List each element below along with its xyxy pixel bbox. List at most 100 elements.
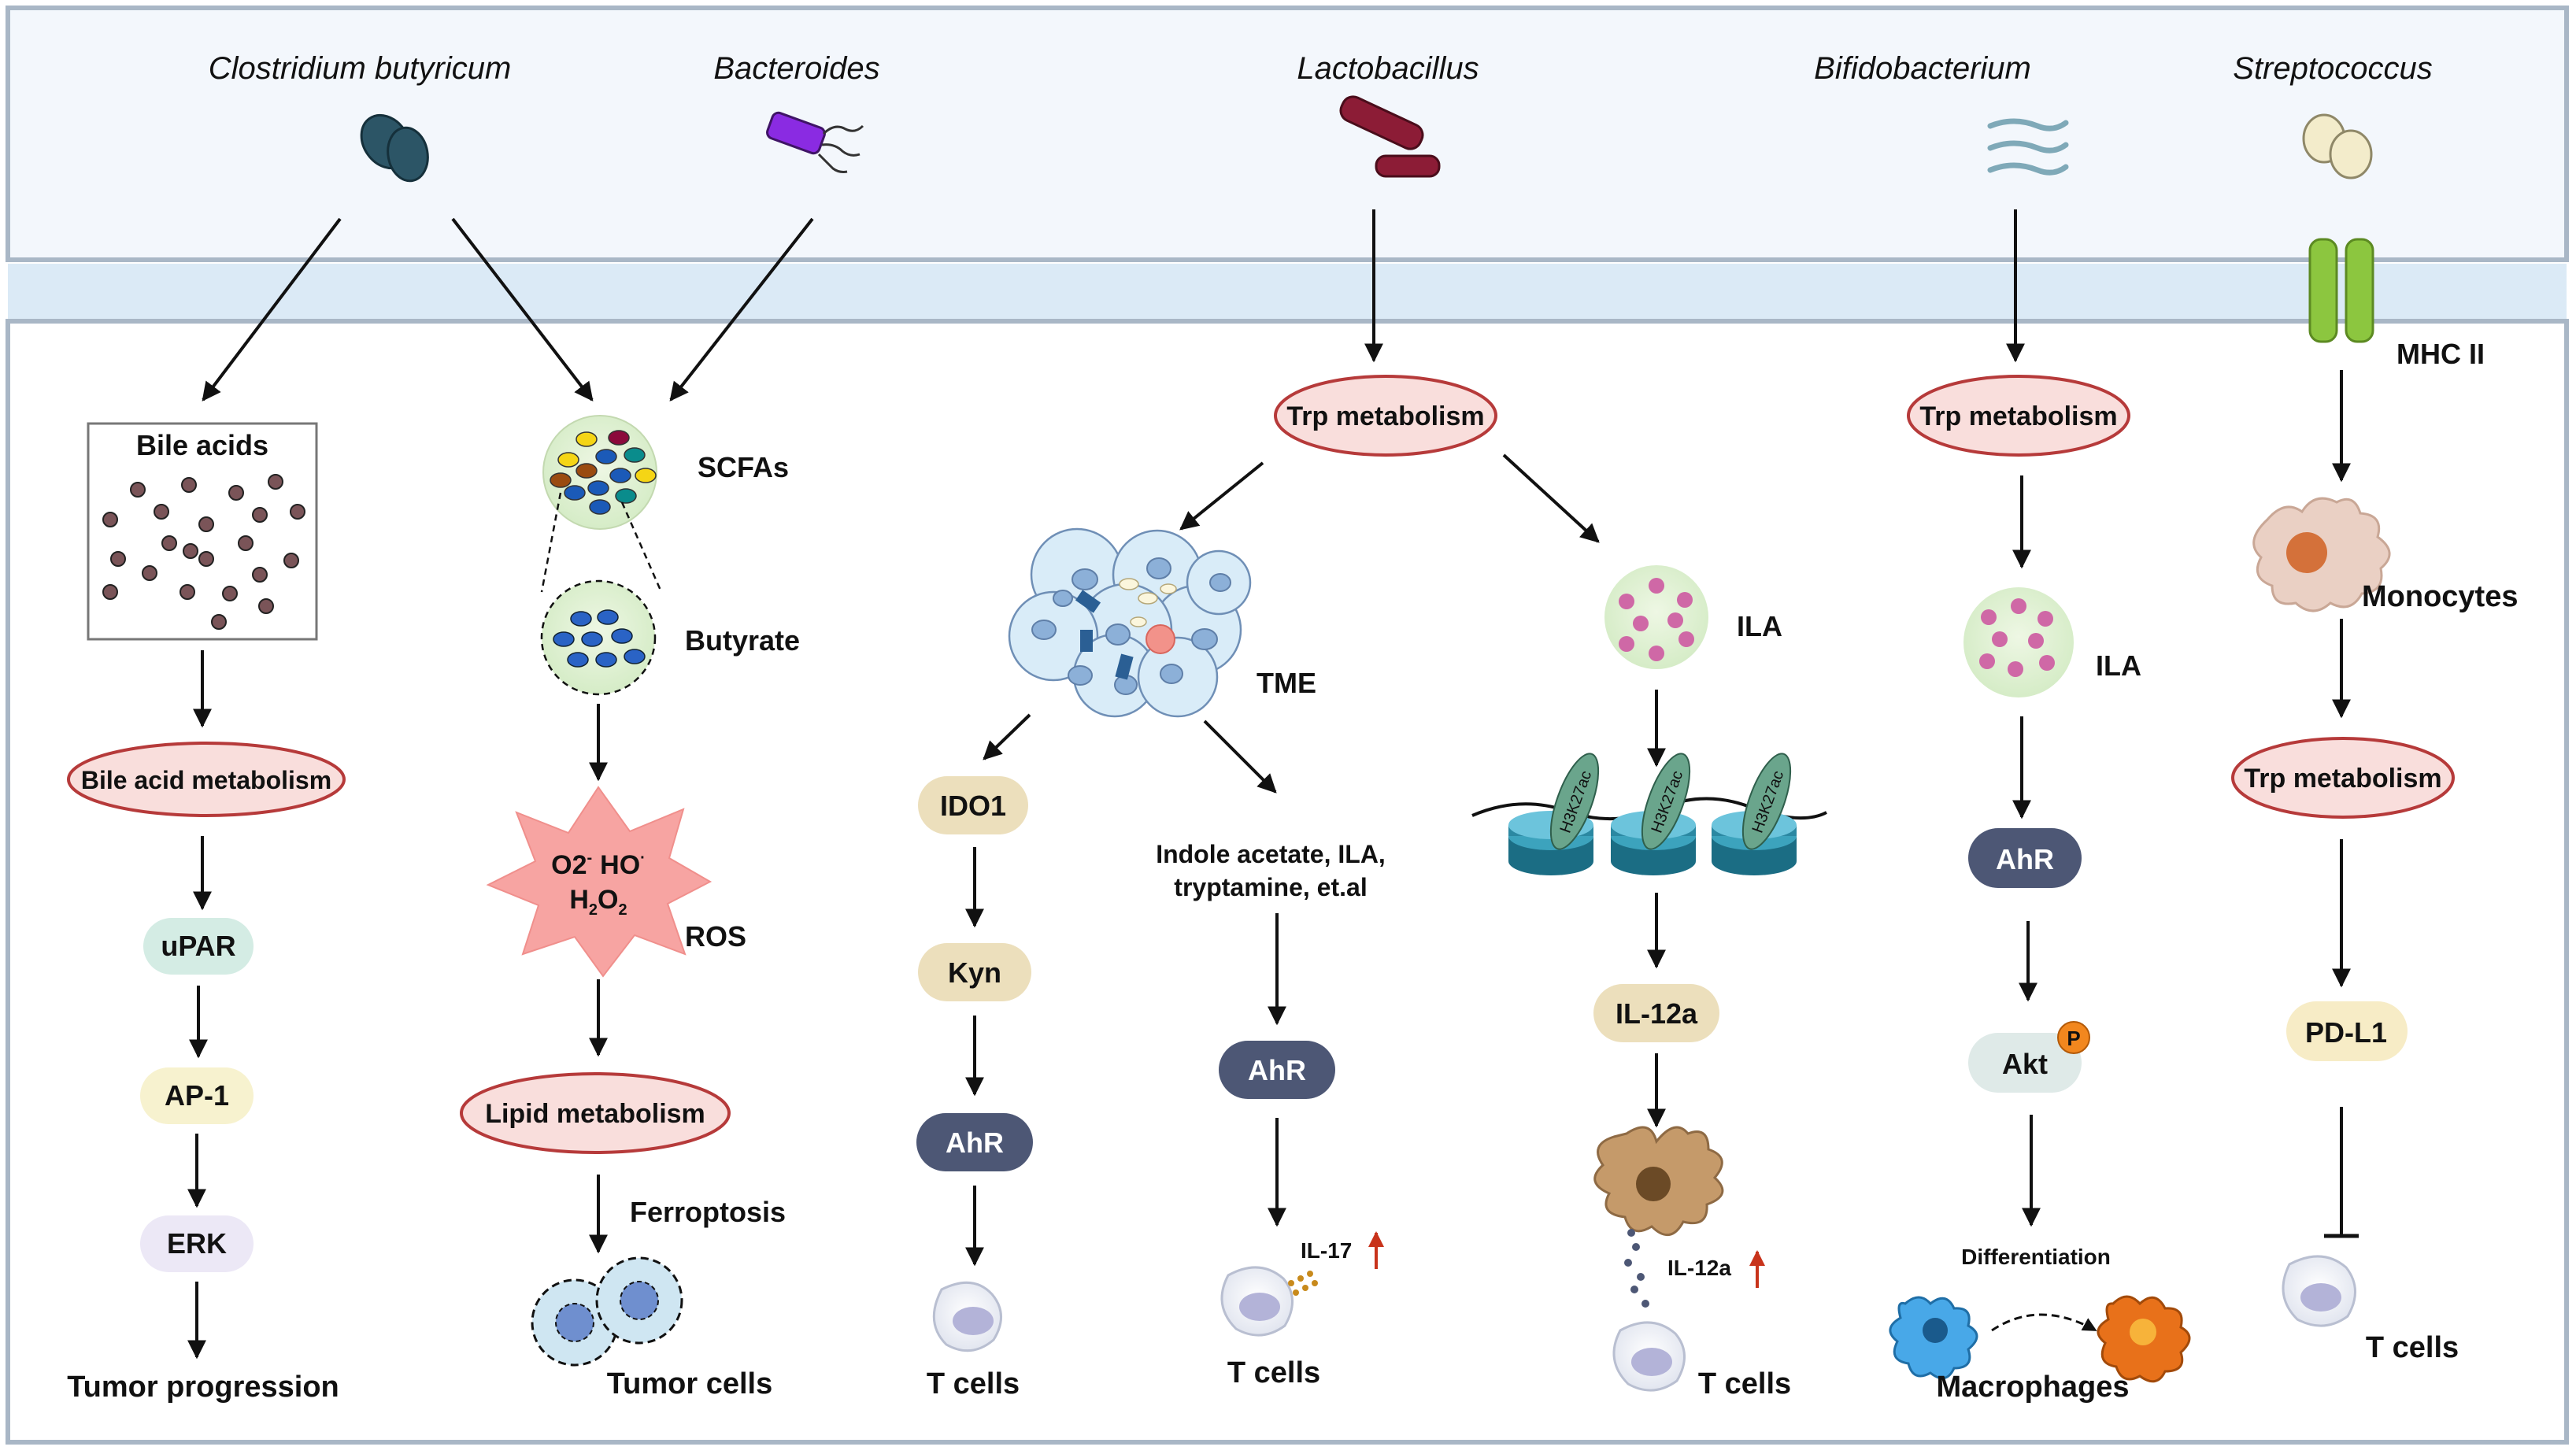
il17-secretion-dots xyxy=(1288,1271,1318,1296)
phospho-label: P xyxy=(2067,1027,2080,1050)
bacteroides-label: Bacteroides xyxy=(713,51,879,86)
kyn-node xyxy=(918,943,1031,1001)
erk-node xyxy=(140,1215,254,1272)
lactobacillus-label: Lactobacillus xyxy=(1297,51,1479,86)
il12a-node xyxy=(1593,984,1719,1042)
trp-metabolism-oval-strep xyxy=(2231,737,2455,819)
macrophages-label: Macrophages xyxy=(1937,1371,2130,1404)
scfa-molecules xyxy=(550,430,657,515)
bile-acids-label: Bile acids xyxy=(136,429,268,461)
arrow-bacteroides-to-scfa xyxy=(669,217,814,401)
ahr-label-bifido: AhR xyxy=(1996,843,2054,875)
ila-molecules-bifido xyxy=(1979,598,2055,677)
ahr-node-bifido xyxy=(1968,828,2082,888)
il12a-label: IL-12a xyxy=(1616,997,1698,1030)
indole-label-line2: tryptamine, et.al xyxy=(1174,873,1367,901)
streptococcus-icon xyxy=(2302,113,2373,179)
indole-label-line1: Indole acetate, ILA, xyxy=(1156,840,1386,868)
akt-node xyxy=(1968,1033,2082,1093)
ila-molecules-lacto xyxy=(1619,578,1694,661)
tumor-cells-icon xyxy=(531,1256,683,1367)
erk-label: ERK xyxy=(167,1227,227,1260)
bifidobacterium-icon xyxy=(1987,118,2069,176)
arrow-tme-to-indole xyxy=(1203,720,1277,794)
tme-nuclei xyxy=(1031,557,1231,695)
ap1-node xyxy=(140,1067,254,1124)
macrophage-blue-icon xyxy=(1889,1296,1978,1380)
t-cell-icon-right xyxy=(1612,1321,1686,1392)
arrow-tme-to-ido1 xyxy=(983,713,1031,760)
monocytes-label: Monocytes xyxy=(2362,580,2518,613)
bile-acids-box xyxy=(87,422,318,641)
ila-label-lacto: ILA xyxy=(1737,610,1782,642)
trp-metabolism-label-strep: Trp metabolism xyxy=(2244,764,2441,794)
t-cells-label-mid: T cells xyxy=(1227,1356,1320,1389)
clostridium-icon xyxy=(360,113,429,183)
upar-node xyxy=(143,918,254,975)
pdl1-node xyxy=(2286,1001,2408,1061)
tme-label: TME xyxy=(1257,667,1316,699)
ahr-node-mid xyxy=(1219,1041,1335,1099)
differentiation-label: Differentiation xyxy=(1961,1245,2111,1269)
differentiation-arrow xyxy=(1991,1313,2097,1332)
t-cells-label-left: T cells xyxy=(927,1367,1020,1400)
bifidobacterium-label: Bifidobacterium xyxy=(1814,51,2031,86)
tumor-progression-label: Tumor progression xyxy=(67,1371,339,1404)
ros-label: ROS xyxy=(685,920,746,953)
ros-formula-line1: O2-HO· xyxy=(551,849,646,880)
ros-formula-line2: H2O2 xyxy=(569,885,627,919)
zoom-line-left xyxy=(540,492,562,593)
tme-red-cell xyxy=(1146,624,1175,654)
ferroptosis-label: Ferroptosis xyxy=(630,1196,786,1228)
ap1-label: AP-1 xyxy=(165,1079,229,1112)
dendritic-cell-icon xyxy=(1593,1126,1724,1236)
t-cell-icon-strep xyxy=(2282,1255,2356,1327)
il12a-secretion-dots xyxy=(1624,1229,1649,1308)
t-cells-label-right: T cells xyxy=(1698,1367,1791,1400)
lipid-metabolism-label: Lipid metabolism xyxy=(485,1099,705,1129)
t-cells-label-strep: T cells xyxy=(2366,1331,2459,1364)
mhc2-receptor-icon xyxy=(2308,238,2374,343)
trp-metabolism-label-lacto: Trp metabolism xyxy=(1286,401,1484,431)
ahr-label-mid: AhR xyxy=(1248,1054,1306,1086)
bile-acid-metabolism-oval xyxy=(67,742,346,817)
ila-label-bifido: ILA xyxy=(2096,649,2141,682)
lactobacillus-icon xyxy=(1339,95,1441,178)
mhc2-label: MHC II xyxy=(2396,338,2485,370)
scfas-label: SCFAs xyxy=(698,451,789,483)
clostridium-label: Clostridium butyricum xyxy=(209,51,512,86)
il17-label: IL-17 xyxy=(1301,1238,1352,1263)
pdl1-label: PD-L1 xyxy=(2305,1016,2387,1049)
arrow-trp-to-tme xyxy=(1179,461,1264,531)
phospho-badge xyxy=(2057,1021,2090,1054)
ido1-label: IDO1 xyxy=(940,790,1006,822)
tumor-cells-label: Tumor cells xyxy=(607,1367,772,1400)
streptococcus-label: Streptococcus xyxy=(2233,51,2432,86)
macrophage-orange-icon xyxy=(2097,1295,2191,1383)
trp-metabolism-oval-lacto xyxy=(1274,375,1497,457)
lipid-metabolism-oval xyxy=(460,1072,731,1154)
ahr-label-left: AhR xyxy=(946,1127,1004,1159)
upar-label: uPAR xyxy=(161,930,235,962)
ahr-node-left xyxy=(916,1113,1033,1171)
t-cell-icon-left xyxy=(932,1281,1002,1352)
monocyte-icon xyxy=(2252,497,2391,612)
ido1-node xyxy=(918,776,1028,834)
akt-label: Akt xyxy=(2002,1048,2048,1080)
ros-burst xyxy=(486,786,712,978)
trp-metabolism-oval-bifido xyxy=(1907,375,2130,457)
gut-lumen-panel xyxy=(6,6,2569,262)
arrow-clostridium-to-bile xyxy=(202,217,342,401)
membrane-band xyxy=(8,264,2567,319)
tme-fibers xyxy=(1119,578,1177,627)
bacteroides-icon xyxy=(766,111,864,173)
trp-metabolism-label-bifido: Trp metabolism xyxy=(1919,401,2117,431)
arrow-clostridium-to-scfa xyxy=(451,217,594,401)
tme-blocks xyxy=(1075,590,1134,680)
butyrate-molecules xyxy=(553,609,646,668)
arrow-trp-to-ila xyxy=(1502,453,1600,543)
host-panel xyxy=(6,319,2569,1445)
il12a-small-label: IL-12a xyxy=(1667,1256,1731,1280)
bile-acid-metabolism-label: Bile acid metabolism xyxy=(81,766,331,794)
